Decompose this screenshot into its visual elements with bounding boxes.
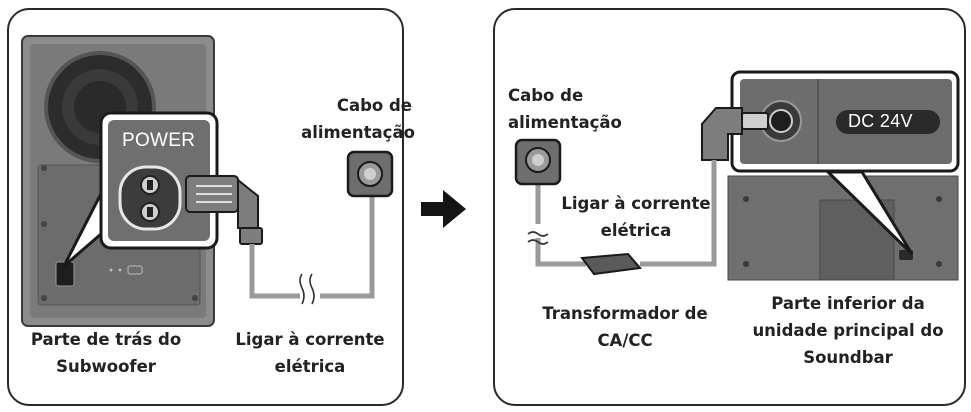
power-cable-left <box>249 244 300 299</box>
power-label: POWER <box>122 130 196 151</box>
right-arrow-icon <box>421 190 466 228</box>
wall-outlet-right <box>514 138 562 186</box>
soundbar-bottom <box>727 175 959 281</box>
right-panel <box>493 8 966 406</box>
wall-outlet-label-left: Ligar à corrente elétrica <box>235 330 385 376</box>
wall-outlet-label-right: Ligar à corrente elétrica <box>561 194 711 240</box>
power-cable-label-right: Cabo de alimentação <box>508 86 622 132</box>
subwoofer-label: Parte de trás do Subwoofer <box>30 330 182 376</box>
dc-callout <box>730 70 960 173</box>
wall-outlet-left <box>346 150 394 198</box>
cable-break-symbol-left <box>299 273 315 305</box>
power-callout <box>99 111 219 250</box>
power-cable-label-left: Cabo de alimentação <box>301 96 415 142</box>
dc-plug <box>701 107 769 161</box>
adapter-label: Transformador de CA/CC <box>542 304 708 350</box>
power-plug-left <box>185 175 263 245</box>
cable-break-symbol-right <box>527 231 549 245</box>
ac-dc-adapter <box>580 252 642 276</box>
soundbar-label: Parte inferior da unidade principal do S… <box>752 294 944 367</box>
dc-voltage-label: DC 24V <box>848 111 913 131</box>
power-cable-right <box>640 160 717 267</box>
